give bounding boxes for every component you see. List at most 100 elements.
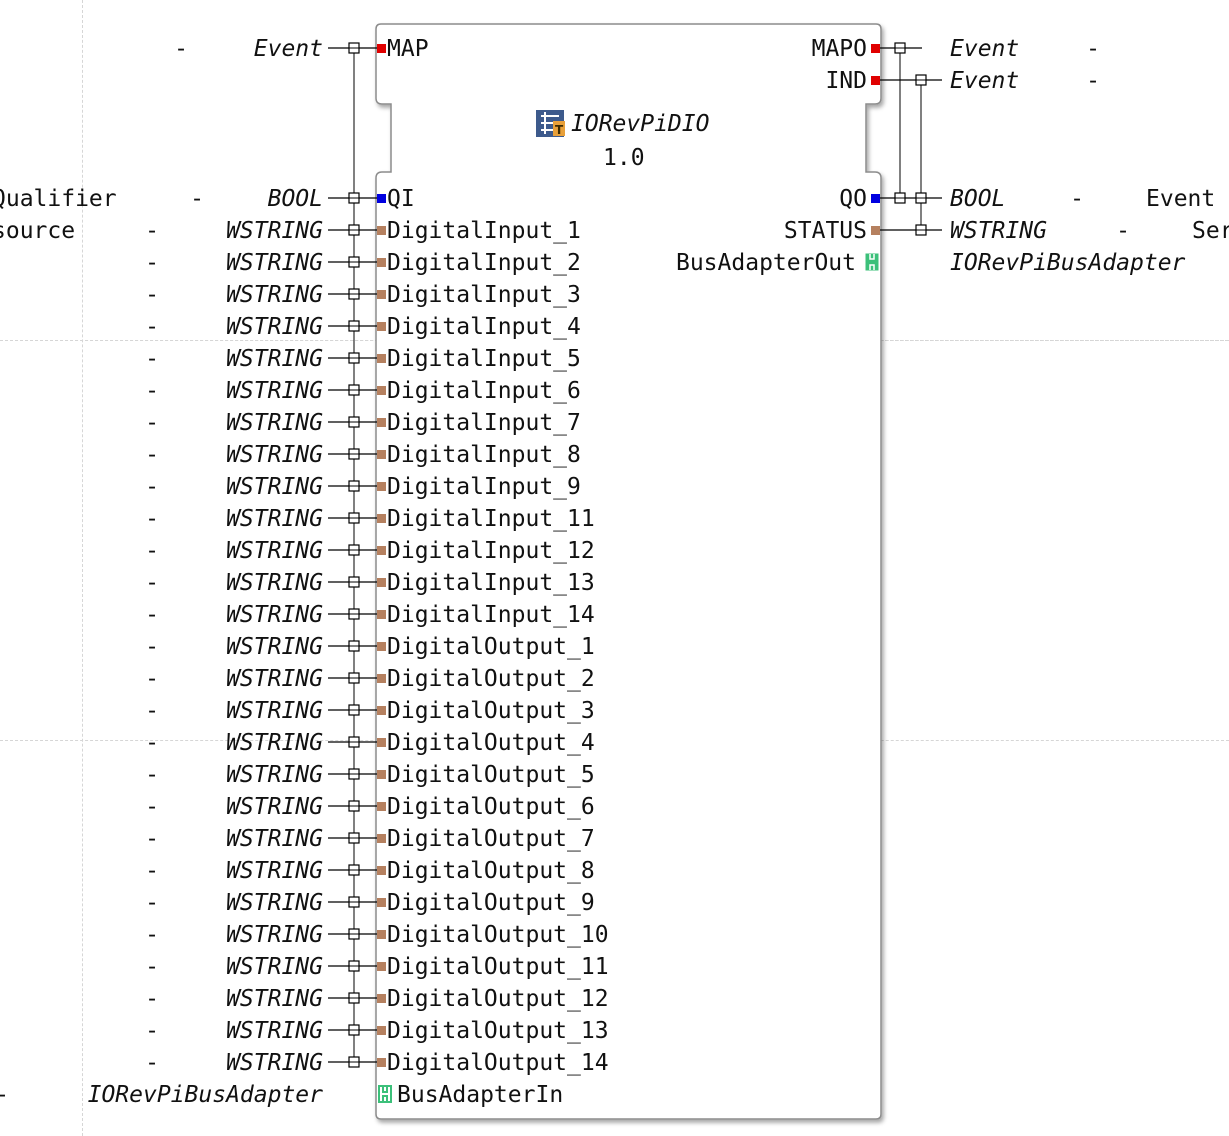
data-input-type: WSTRING xyxy=(226,282,323,308)
data-input-connected-label: Qualifier xyxy=(0,186,117,212)
data-input-name: DigitalOutput_9 xyxy=(387,890,595,916)
adapter-socket-type: IORevPiBusAdapter xyxy=(88,1082,324,1108)
data-input-comment: - xyxy=(145,282,159,308)
data-input-type: WSTRING xyxy=(226,794,323,820)
data-input-name: QI xyxy=(387,186,415,212)
data-input-port xyxy=(377,898,386,907)
data-input-type: WSTRING xyxy=(226,442,323,468)
adapter-plug-name: BusAdapterOut xyxy=(676,250,856,276)
data-input-comment: - xyxy=(145,698,159,724)
data-input-name: DigitalOutput_6 xyxy=(387,794,595,820)
data-input-type: WSTRING xyxy=(226,346,323,372)
data-input-port xyxy=(377,194,386,203)
data-input-comment: - xyxy=(145,602,159,628)
svg-text:T: T xyxy=(555,123,564,137)
data-output-name: QO xyxy=(839,186,867,212)
data-input-comment: - xyxy=(145,1018,159,1044)
data-input-comment: - xyxy=(145,410,159,436)
data-input-type: WSTRING xyxy=(226,826,323,852)
data-input-comment: - xyxy=(145,506,159,532)
data-input-name: DigitalInput_12 xyxy=(387,538,595,564)
event-output-port xyxy=(871,76,880,85)
block-version: 1.0 xyxy=(603,145,645,171)
data-input-comment: - xyxy=(145,858,159,884)
adapter-plug-type: IORevPiBusAdapter xyxy=(950,250,1186,276)
data-input-type: WSTRING xyxy=(226,314,323,340)
data-output-comment: - xyxy=(1116,218,1130,244)
data-input-port xyxy=(377,290,386,299)
data-input-port xyxy=(377,674,386,683)
event-input-comment: - xyxy=(174,36,188,62)
data-input-comment: - xyxy=(145,986,159,1012)
data-input-name: DigitalInput_14 xyxy=(387,602,595,628)
data-input-name: DigitalInput_8 xyxy=(387,442,581,468)
data-input-type: WSTRING xyxy=(226,250,323,276)
data-input-port xyxy=(377,706,386,715)
data-input-port xyxy=(377,1058,386,1067)
data-input-comment: - xyxy=(145,250,159,276)
data-input-type: WSTRING xyxy=(226,730,323,756)
data-input-type: WSTRING xyxy=(226,410,323,436)
data-input-comment: - xyxy=(145,922,159,948)
data-input-port xyxy=(377,610,386,619)
data-output-type: BOOL xyxy=(950,186,1005,212)
data-input-name: DigitalInput_5 xyxy=(387,346,581,372)
data-input-comment: - xyxy=(145,474,159,500)
data-input-comment: - xyxy=(145,890,159,916)
data-input-name: DigitalInput_1 xyxy=(387,218,581,244)
data-output-port xyxy=(871,194,880,203)
data-input-name: DigitalOutput_10 xyxy=(387,922,609,948)
data-input-comment: - xyxy=(145,314,159,340)
data-input-name: DigitalOutput_7 xyxy=(387,826,595,852)
data-input-name: DigitalOutput_8 xyxy=(387,858,595,884)
data-input-name: DigitalInput_3 xyxy=(387,282,581,308)
data-input-comment: - xyxy=(145,954,159,980)
event-output-comment: - xyxy=(1086,36,1100,62)
data-output-name: STATUS xyxy=(784,218,867,244)
data-input-name: DigitalOutput_5 xyxy=(387,762,595,788)
data-input-port xyxy=(377,962,386,971)
data-input-port xyxy=(377,834,386,843)
data-output-comment: - xyxy=(1070,186,1084,212)
data-input-port xyxy=(377,770,386,779)
data-input-type: WSTRING xyxy=(226,954,323,980)
event-output-name: IND xyxy=(825,68,867,94)
data-input-type: BOOL xyxy=(268,186,323,212)
data-input-port xyxy=(377,386,386,395)
data-input-type: WSTRING xyxy=(226,1050,323,1076)
data-input-name: DigitalInput_2 xyxy=(387,250,581,276)
data-input-type: WSTRING xyxy=(226,1018,323,1044)
data-input-name: DigitalInput_9 xyxy=(387,474,581,500)
data-input-type: WSTRING xyxy=(226,986,323,1012)
data-input-comment: - xyxy=(145,442,159,468)
data-input-name: DigitalOutput_3 xyxy=(387,698,595,724)
function-block-body[interactable] xyxy=(375,23,882,1120)
adapter-plug-icon-detail xyxy=(869,254,875,270)
data-input-comment: - xyxy=(145,730,159,756)
data-input-type: WSTRING xyxy=(226,634,323,660)
data-input-name: DigitalOutput_12 xyxy=(387,986,609,1012)
data-input-name: DigitalInput_13 xyxy=(387,570,595,596)
adapter-plug-icon xyxy=(865,253,879,271)
data-input-comment: - xyxy=(145,666,159,692)
data-input-port xyxy=(377,578,386,587)
data-input-name: DigitalOutput_11 xyxy=(387,954,609,980)
data-input-port xyxy=(377,226,386,235)
event-output-type: Event xyxy=(950,68,1019,94)
event-output-name: MAPO xyxy=(812,36,867,62)
data-input-name: DigitalInput_7 xyxy=(387,410,581,436)
data-input-port xyxy=(377,994,386,1003)
data-input-comment: - xyxy=(145,826,159,852)
data-output-type: WSTRING xyxy=(950,218,1047,244)
data-input-type: WSTRING xyxy=(226,538,323,564)
data-output-connected-label: Ser xyxy=(1192,218,1229,244)
event-input-name: MAP xyxy=(387,36,429,62)
data-input-type: WSTRING xyxy=(226,378,323,404)
data-input-name: DigitalOutput_4 xyxy=(387,730,595,756)
data-input-type: WSTRING xyxy=(226,506,323,532)
data-input-port xyxy=(377,738,386,747)
data-input-port xyxy=(377,322,386,331)
pins: MAPEvent-QIBOOL-QualifierDigitalInput_1W… xyxy=(0,36,1229,1108)
data-input-type: WSTRING xyxy=(226,474,323,500)
